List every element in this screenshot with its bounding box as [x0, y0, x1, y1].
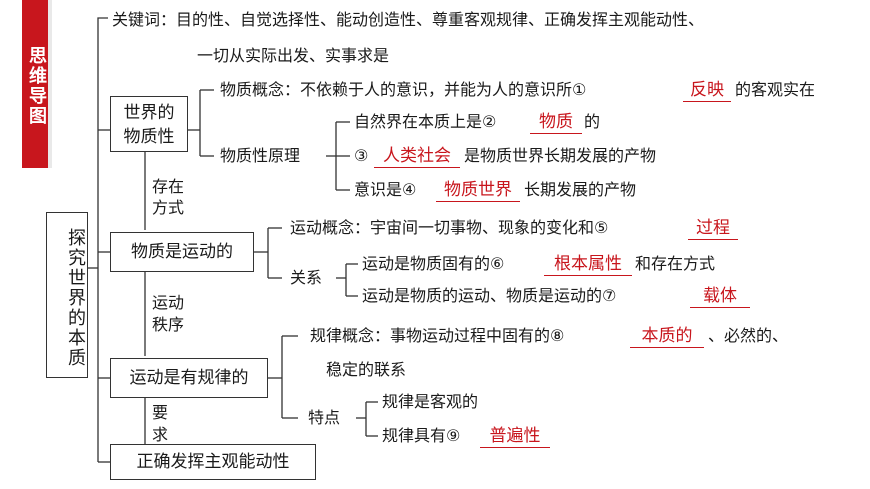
- section-tag: 思维导图: [22, 0, 48, 168]
- principle-item-1: 自然界在本质上是②: [354, 112, 497, 131]
- answer-8: 本质的: [630, 325, 704, 348]
- material-principle-label: 物质性原理: [220, 146, 301, 165]
- answer-1: 反映: [683, 79, 731, 102]
- principle-item-2: 是物质世界长期发展的产物: [464, 146, 657, 165]
- node-motion-law: 运动是有规律的: [110, 358, 268, 398]
- root-node: 探究世界的本质: [46, 212, 88, 378]
- connector-label-requirement: 要求: [152, 403, 169, 444]
- node-world-material: 世界的物质性: [110, 96, 188, 152]
- answer-5: 过程: [688, 217, 738, 240]
- answer-7: 载体: [690, 285, 750, 308]
- answer-6: 根本属性: [544, 253, 632, 276]
- law-concept: 规律概念：事物运动过程中固有的⑧: [310, 326, 565, 345]
- relation-label: 关系: [290, 268, 323, 287]
- law-concept-line2: 稳定的联系: [326, 360, 407, 379]
- feature-item-1: 规律是客观的: [382, 392, 479, 411]
- material-concept-tail: 的客观实在: [735, 80, 816, 99]
- principle-item-2-prefix: ③: [354, 146, 369, 165]
- material-concept: 物质概念：不依赖于人的意识，并能为人的意识所①: [220, 80, 587, 99]
- node-subjective: 正确发挥主观能动性: [110, 444, 316, 480]
- relation-item-1: 运动是物质固有的⑥: [362, 254, 505, 273]
- keywords-line1: 关键词：目的性、自觉选择性、能动创造性、尊重客观规律、正确发挥主观能动性、: [112, 10, 705, 29]
- connector-label-order: 运动秩序: [152, 293, 185, 334]
- motion-concept: 运动概念：宇宙间一切事物、现象的变化和⑤: [290, 218, 609, 237]
- answer-2: 物质: [530, 111, 582, 134]
- principle-item-3: 意识是④: [354, 180, 417, 199]
- answer-4: 物质世界: [436, 179, 520, 202]
- tag-shadow: [48, 0, 52, 168]
- connector-label-existence: 存在方式: [152, 177, 185, 217]
- law-concept-tail: 、必然的、: [708, 326, 789, 345]
- feature-item-2: 规律具有⑨: [382, 426, 461, 445]
- relation-item-2: 运动是物质的运动、物质是运动的⑦: [362, 286, 617, 305]
- relation-item-1-tail: 和存在方式: [635, 254, 716, 273]
- feature-label: 特点: [308, 408, 341, 427]
- principle-item-3-tail: 长期发展的产物: [524, 180, 637, 199]
- answer-9: 普遍性: [480, 425, 550, 448]
- answer-3: 人类社会: [374, 145, 460, 168]
- node-material-motion: 物质是运动的: [110, 232, 254, 272]
- principle-item-1-tail: 的: [584, 112, 601, 131]
- keywords-line2: 一切从实际出发、实事求是: [197, 46, 390, 65]
